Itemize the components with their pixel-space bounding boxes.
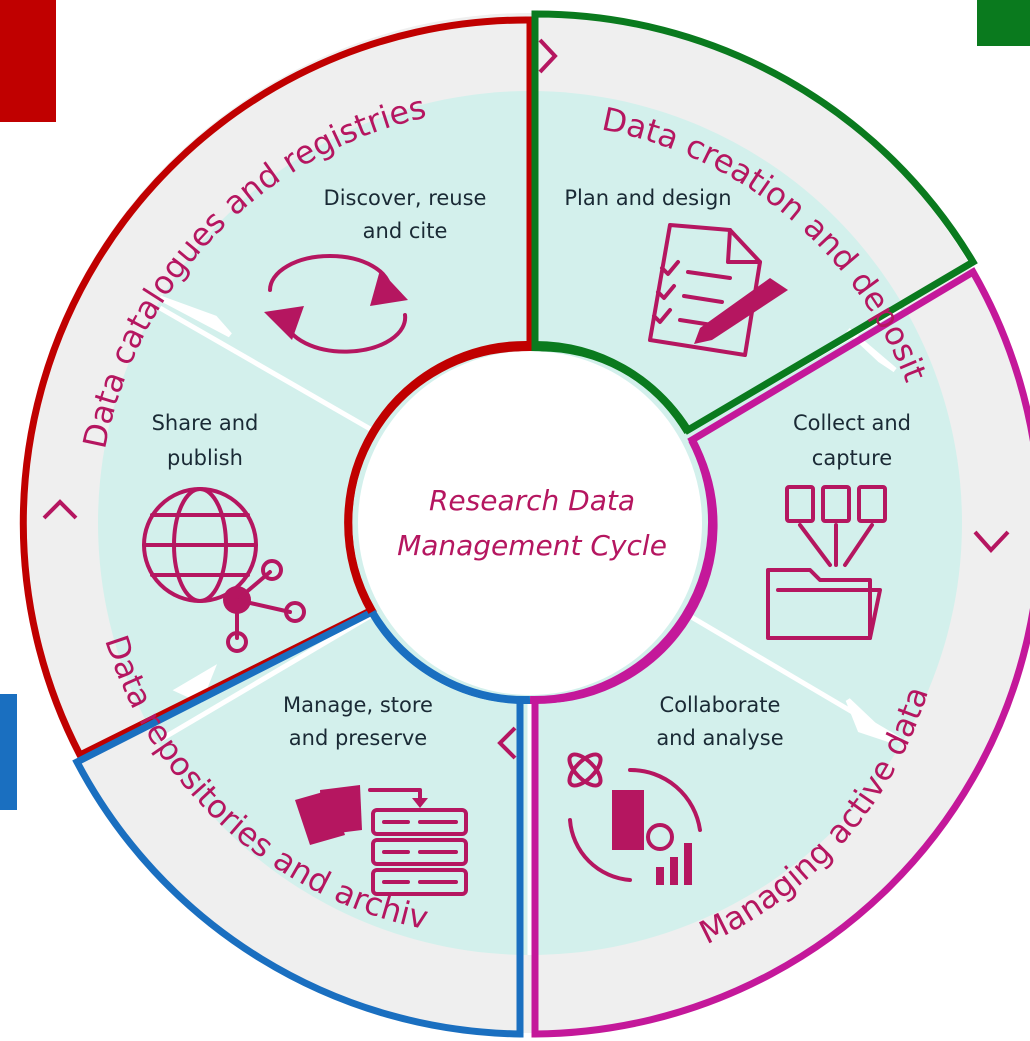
center-title-line1: Research Data: [429, 484, 635, 517]
atom-server-chart-icon: [567, 752, 702, 885]
center-outline-green: [534, 341, 692, 435]
document-pen-icon: [648, 223, 788, 357]
legend-swatch-red: [0, 0, 56, 122]
center-outline-blue: [368, 609, 531, 705]
chevron-down-icon: [973, 530, 1010, 553]
stage-label-collaborate-2: and analyse: [656, 726, 783, 750]
folders-server-icon: [295, 785, 468, 896]
stage-label-share-2: publish: [167, 446, 243, 470]
stage-label-collaborate-1: Collaborate: [660, 693, 781, 717]
legend-swatch-blue: [0, 694, 17, 810]
stage-label-manage-2: and preserve: [289, 726, 427, 750]
center-outline-red: [344, 340, 531, 614]
chevron-left-icon: [497, 726, 517, 760]
documents-folder-icon: [766, 485, 887, 640]
stage-label-collect-2: capture: [812, 446, 892, 470]
stage-label-collect-1: Collect and: [793, 411, 911, 435]
legend-swatch-green: [977, 0, 1030, 46]
globe-network-icon: [142, 487, 306, 653]
stage-label-discover-2: and cite: [363, 219, 448, 243]
chevron-up-icon: [42, 499, 78, 520]
center-title-line2: Management Cycle: [397, 529, 667, 562]
cycle-arrows-icon: [264, 254, 408, 354]
center-outline-magenta: [529, 438, 717, 705]
stage-label-manage-1: Manage, store: [283, 693, 433, 717]
stage-label-share-1: Share and: [152, 411, 259, 435]
stage-label-plan-1: Plan and design: [564, 186, 731, 210]
center-circle: [358, 351, 702, 695]
stage-label-discover-1: Discover, reuse: [324, 186, 487, 210]
chevron-right-icon: [538, 38, 558, 74]
